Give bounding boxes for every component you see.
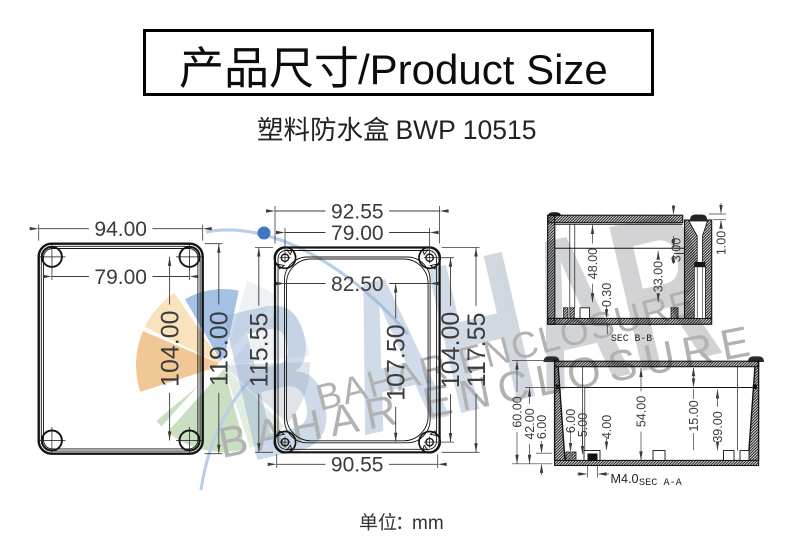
svg-text:60.00: 60.00 [510,396,524,427]
svg-text:79.00: 79.00 [94,266,147,289]
svg-text:1.00: 1.00 [715,231,729,255]
svg-text:115.55: 115.55 [246,313,274,388]
svg-text:92.55: 92.55 [331,200,384,223]
svg-text:42.00: 42.00 [523,408,537,439]
svg-text:6.00: 6.00 [564,409,578,433]
svg-text:117.55: 117.55 [463,313,491,388]
svg-text:48.00: 48.00 [586,248,600,279]
svg-text:39.00: 39.00 [711,411,725,442]
svg-text:82.50: 82.50 [331,273,384,296]
svg-text:5.00: 5.00 [576,413,590,437]
svg-text:4.00: 4.00 [600,415,614,439]
svg-text:6.00: 6.00 [535,415,549,439]
svg-text:0.30: 0.30 [600,283,614,307]
svg-text:94.00: 94.00 [94,218,147,241]
svg-text:3.00: 3.00 [670,238,684,262]
svg-text:104.00: 104.00 [437,312,465,388]
svg-text:mm: mm [412,513,444,534]
svg-text:79.00: 79.00 [331,222,384,245]
svg-text:90.55: 90.55 [331,454,384,477]
svg-text:119.00: 119.00 [206,311,234,386]
svg-text:SEC B-B: SEC B-B [611,333,652,344]
svg-text:15.00: 15.00 [687,400,701,431]
svg-text:/Product Size: /Product Size [358,46,608,93]
svg-text:M4.0: M4.0 [611,472,639,486]
svg-text:104.00: 104.00 [156,310,184,386]
svg-text:BWP 10515: BWP 10515 [396,115,537,145]
svg-text:SEC A-A: SEC A-A [639,478,683,489]
svg-text:54.00: 54.00 [634,396,648,427]
svg-text:107.50: 107.50 [382,324,410,400]
svg-text:33.00: 33.00 [652,261,666,292]
